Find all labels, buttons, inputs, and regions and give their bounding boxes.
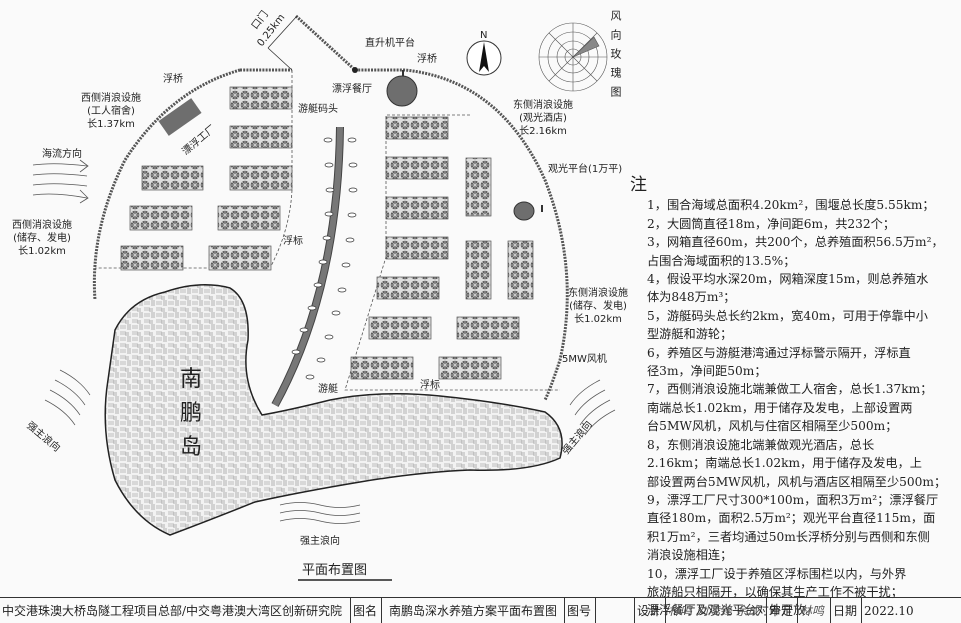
drawing-name: 南鹏岛深水养殖方案平面布置图	[382, 598, 565, 623]
date: 2022.10	[864, 604, 914, 618]
svg-text:(观光酒店): (观光酒店)	[519, 111, 567, 124]
svg-text:N: N	[480, 30, 487, 41]
svg-text:西侧消浪设施: 西侧消浪设施	[81, 91, 141, 104]
helipad	[352, 67, 358, 73]
svg-text:长1.02km: 长1.02km	[18, 245, 66, 257]
designer-signatures: 林鸣 刘凌锋 余成	[666, 598, 767, 623]
design-label: 设计	[635, 598, 666, 623]
platform-label: 观光平台(1万平)	[548, 162, 622, 175]
svg-text:长1.37km: 长1.37km	[87, 118, 135, 130]
wind-rose-icon	[538, 22, 608, 92]
note-line: 5，游艇码头总长约2km，宽40m，可用于停靠中小	[647, 308, 928, 323]
bridge-label-north: 浮桥	[417, 53, 437, 65]
notes-title: 注	[630, 175, 647, 195]
note-line: 7，西侧消浪设施北端兼做工人宿舍，总长1.37km；	[647, 382, 933, 397]
marina-label: 游艇码头	[298, 102, 338, 115]
wave-label-east: 强主浪向	[559, 418, 595, 457]
wave-label-west: 强主浪向	[24, 419, 63, 455]
wave-icons	[44, 369, 616, 524]
west-south-breakwater-label: 西侧消浪设施 (储存、发电) 长1.02km	[12, 218, 72, 257]
note-line: 4，假设平均水深20m，网箱深度15m，则总养殖水	[647, 272, 929, 287]
svg-text:(储存、发电): (储存、发电)	[13, 231, 71, 244]
note-line: 积1万m²，三者均通过50m长浮桥分别与西侧和东侧	[647, 529, 930, 544]
date-label: 日期	[831, 598, 862, 623]
drawing-number-label: 图号	[565, 598, 596, 623]
notes: 注 1，围合海域总面积4.20km²，围堰总长度5.55km； 2，大圆筒直径18…	[630, 176, 960, 620]
gate-labels: 口门 0.25km	[248, 8, 287, 49]
svg-text:长2.16km: 长2.16km	[519, 125, 567, 137]
wind-turbine-label: 5MW风机	[562, 352, 607, 365]
svg-text:南: 南	[180, 367, 202, 392]
current-direction-label: 海流方向	[42, 147, 82, 160]
east-north-breakwater-label: 东侧消浪设施 (观光酒店) 长2.16km	[513, 98, 573, 137]
drawing-name-label: 图名	[351, 598, 382, 623]
svg-text:(储存、发电): (储存、发电)	[569, 299, 627, 312]
svg-text:西侧消浪设施: 西侧消浪设施	[12, 218, 72, 231]
note-line: 体为848万m³；	[647, 290, 736, 305]
review-label: 审定	[767, 598, 798, 623]
note-line: 直径180m，面积2.5万m²；观光平台直径115m，面	[647, 511, 936, 526]
note-line: 10，漂浮工厂设于养殖区浮标围栏以内，与外界	[647, 566, 907, 581]
east-south-breakwater-label: 东侧消浪设施 (储存、发电) 长1.02km	[568, 286, 628, 325]
wave-label-south: 强主浪向	[300, 534, 340, 547]
restaurant-label: 漂浮餐厅	[332, 82, 372, 95]
svg-text:岛: 岛	[180, 435, 202, 460]
note-line: 型游艇和游轮；	[647, 327, 733, 342]
note-line: 消浪设施相连；	[647, 548, 733, 563]
factory-label: 漂浮工厂	[180, 123, 218, 158]
note-line: 6，养殖区与游艇港湾通过浮标警示隔开，浮标直	[647, 345, 911, 360]
note-line: 漂浮餐厅及观光平台对外开放。	[647, 603, 818, 618]
floating-restaurant	[386, 75, 418, 107]
plan-diagram: 口门 0.25km 直升机平台 浮桥 漂浮餐厅 N 漂浮工厂 浮桥 西侧消浪设施…	[12, 8, 628, 581]
yachts	[291, 137, 358, 380]
current-arrow-icon	[32, 159, 89, 204]
net-cages	[120, 86, 534, 380]
buoy-label-south: 浮标	[420, 379, 440, 391]
breakwater	[92, 14, 569, 401]
note-line: 径3m，净间距50m；	[647, 364, 767, 379]
sightseeing-platform	[513, 201, 535, 221]
note-line: 南端总长1.02km，用于储存及发电，上部设置两	[647, 400, 913, 415]
note-line: 部设置两台5MW风机，风机与酒店区相隔至少500m；	[647, 474, 947, 489]
note-line: 占围合海域面积的13.5%；	[647, 253, 796, 268]
note-line: 1，围合海域总面积4.20km²，围堰总长度5.55km；	[647, 198, 935, 213]
title-block: 中交港珠澳大桥岛隧工程项目总部/中交粤港澳大湾区创新研究院 图名 南鹏岛深水养殖…	[0, 597, 961, 623]
note-line: 9，漂浮工厂尺寸300*100m，面积3万m²；漂浮餐厅	[647, 492, 939, 507]
nanpeng-island	[104, 284, 563, 536]
note-line: 旅游船只相隔开，以确保其生产工作不被干扰；	[647, 584, 903, 599]
floating-factory	[158, 98, 202, 136]
note-line: 2，大圆筒直径18m，净间距6m，共232个；	[647, 216, 896, 231]
organization: 中交港珠澳大桥岛隧工程项目总部/中交粤港澳大湾区创新研究院	[0, 598, 351, 623]
island-label: 南 鹏 岛	[180, 367, 202, 460]
north-arrow-icon: N	[466, 30, 502, 76]
note-line: 台5MW风机，风机与住宿区相隔至少500m；	[647, 419, 898, 434]
note-line: 2.16km；南端总长1.02km，用于储存及发电，上	[647, 456, 922, 471]
svg-text:鹏: 鹏	[180, 401, 202, 426]
gate-marker	[267, 15, 298, 71]
svg-text:(工人宿舍): (工人宿舍)	[87, 104, 135, 117]
note-line: 3，网箱直径60m，共200个，总养殖面积56.5万m²，	[647, 235, 944, 250]
west-north-breakwater-label: 西侧消浪设施 (工人宿舍) 长1.37km	[81, 91, 141, 130]
reviewer-signature: 林鸣	[798, 598, 831, 623]
plan-title: 平面布置图	[302, 563, 367, 578]
helipad-label: 直升机平台	[365, 36, 415, 49]
note-line: 8，东侧消浪设施北端兼做观光酒店，总长	[647, 437, 875, 452]
yacht-label: 游艇	[318, 382, 338, 395]
wind-rose-label: 风向玫瑰图	[609, 10, 622, 105]
buoy-label-west: 浮标	[283, 235, 303, 247]
svg-text:东侧消浪设施: 东侧消浪设施	[568, 286, 628, 299]
bridge-label-west: 浮桥	[163, 73, 183, 85]
drawing-number	[596, 598, 635, 623]
svg-text:东侧消浪设施: 东侧消浪设施	[513, 98, 573, 111]
svg-text:长1.02km: 长1.02km	[574, 313, 622, 325]
